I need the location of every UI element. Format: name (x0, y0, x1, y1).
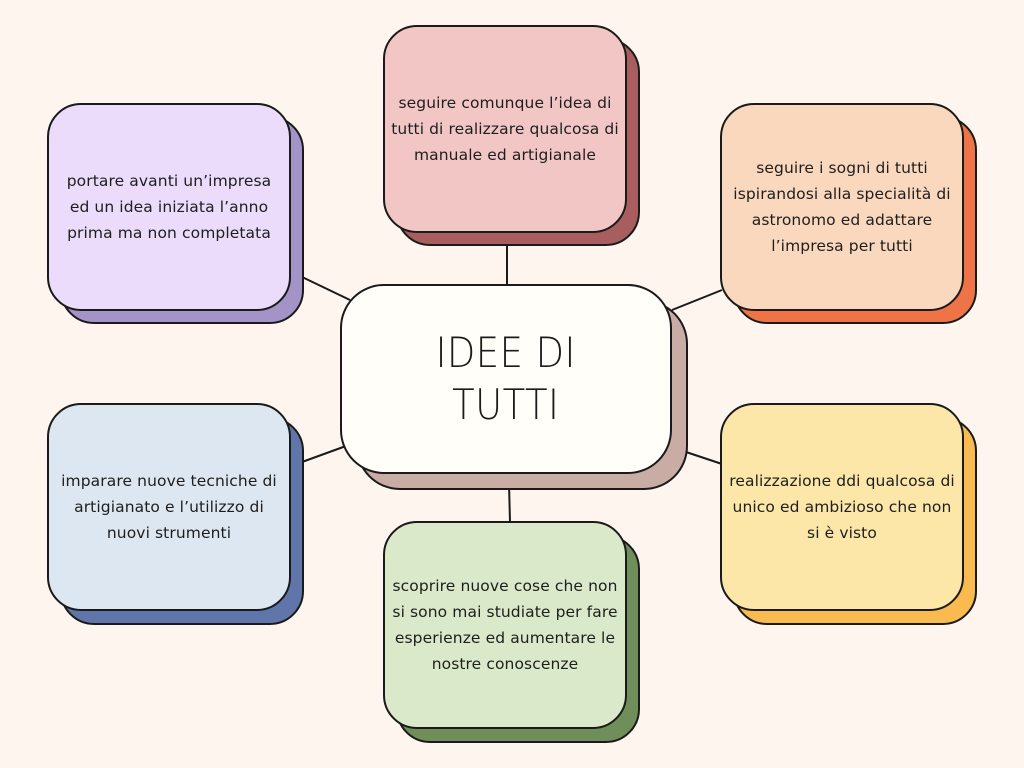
idea-node-top-text: seguire comunque l’idea di tutti di real… (391, 94, 619, 164)
idea-node-top-right-text: seguire i sogni di tutti ispirandosi all… (733, 159, 951, 255)
connector-top-right (671, 289, 723, 311)
idea-node-bottom-left: imparare nuove tecniche di artigianato e… (47, 403, 307, 627)
idea-node-bottom-right-box: realizzazione ddi qualcosa di unico ed a… (720, 403, 964, 611)
idea-node-top-left: portare avanti un’impresa ed un idea ini… (47, 103, 307, 325)
idea-node-bottom-right: realizzazione ddi qualcosa di unico ed a… (720, 403, 980, 627)
central-topic-box: IDEE DI TUTTI (340, 284, 672, 474)
idea-node-bottom-left-box: imparare nuove tecniche di artigianato e… (47, 403, 291, 611)
idea-node-top-right: seguire i sogni di tutti ispirandosi all… (720, 103, 980, 325)
connector-top-left (299, 275, 351, 301)
central-topic: IDEE DI TUTTI (340, 284, 688, 490)
idea-node-top-left-text: portare avanti un’impresa ed un idea ini… (66, 172, 272, 242)
connector-bottom-left (301, 445, 347, 463)
idea-node-bottom: scoprire nuove cose che non si sono mai … (383, 521, 643, 745)
idea-node-top-right-box: seguire i sogni di tutti ispirandosi all… (720, 103, 964, 311)
idea-node-top-box: seguire comunque l’idea di tutti di real… (383, 25, 627, 233)
central-topic-title: IDEE DI TUTTI (431, 327, 582, 431)
idea-node-bottom-box: scoprire nuove cose che non si sono mai … (383, 521, 627, 729)
connector-bottom (508, 483, 511, 523)
idea-node-bottom-right-text: realizzazione ddi qualcosa di unico ed a… (729, 472, 955, 542)
idea-node-top-left-box: portare avanti un’impresa ed un idea ini… (47, 103, 291, 311)
central-topic-title-line-2: TUTTI (452, 380, 560, 429)
idea-node-top: seguire comunque l’idea di tutti di real… (383, 25, 643, 247)
central-topic-title-line-1: IDEE DI (435, 328, 577, 377)
idea-node-bottom-text: scoprire nuove cose che non si sono mai … (392, 577, 618, 673)
idea-node-bottom-left-text: imparare nuove tecniche di artigianato e… (61, 472, 277, 542)
